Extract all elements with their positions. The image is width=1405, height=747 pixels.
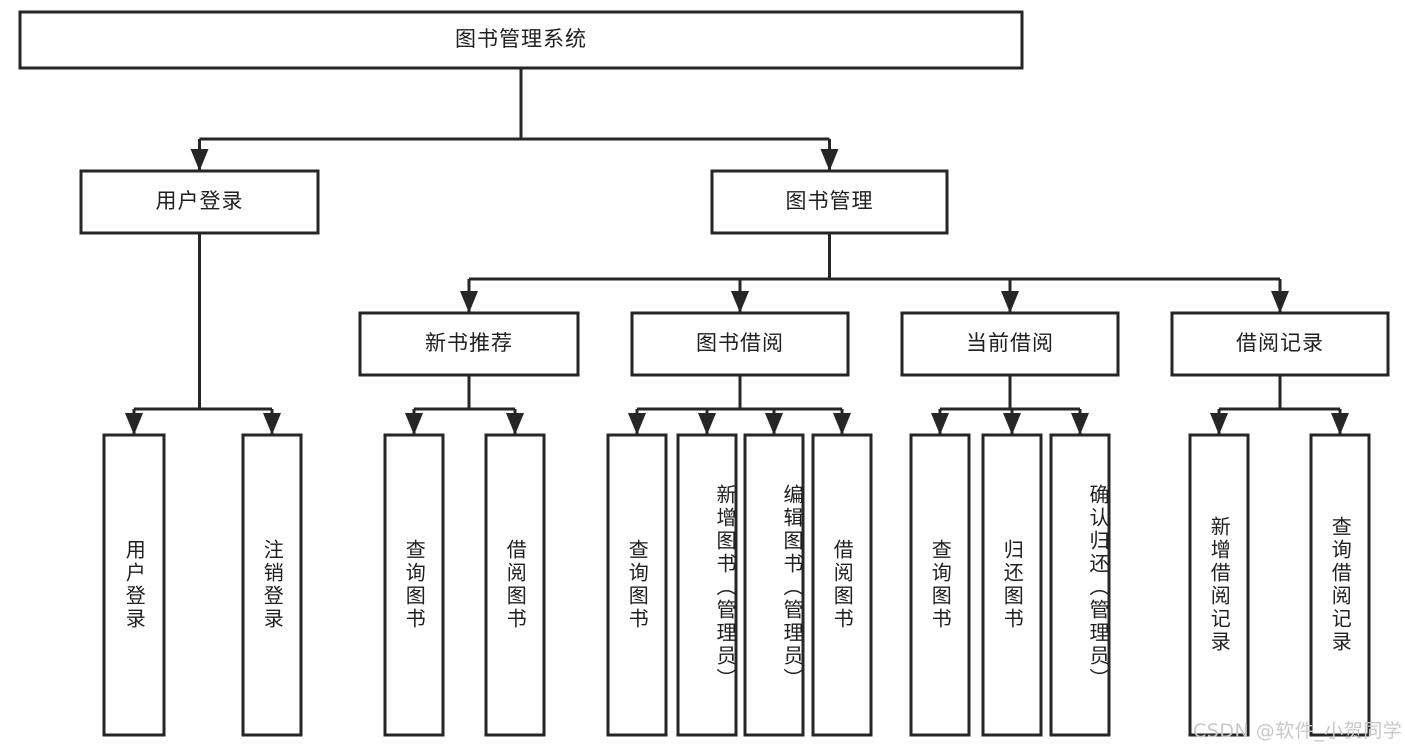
arrow-head-icon [931,413,949,435]
node-box-leaf-query-book-current[interactable] [909,433,971,737]
arrow-head-icon [1071,413,1089,435]
node-box-leaf-logout[interactable] [241,433,303,737]
csdn-watermark: CSDN @软件_小贺同学 [1193,720,1403,742]
arrow-head-icon [1271,291,1289,313]
arrow-head-icon [125,413,143,435]
node-box-leaf-query-borrow-record[interactable] [1309,433,1371,737]
arrow-head-icon [405,413,423,435]
node-box-book-borrow[interactable] [630,311,850,377]
node-box-leaf-query-book-recommend[interactable] [383,433,445,737]
arrow-head-icon [833,413,851,435]
node-box-leaf-confirm-return-admin[interactable] [1049,433,1111,737]
node-box-new-book-recommend[interactable] [358,311,580,377]
arrow-head-icon [731,291,749,313]
arrow-head-icon [1210,413,1228,435]
arrow-head-icon [765,413,783,435]
node-box-leaf-borrow-book-recommend[interactable] [484,433,546,737]
boxes-layer [18,10,1390,737]
node-box-leaf-edit-book-admin[interactable] [743,433,805,737]
arrow-head-icon [1331,413,1349,435]
arrow-head-icon [190,149,209,171]
node-box-root[interactable] [18,10,1024,70]
node-box-leaf-return-book[interactable] [981,433,1043,737]
arrow-head-icon [1001,291,1019,313]
node-box-user-login[interactable] [79,169,320,235]
node-box-current-borrow[interactable] [900,311,1120,377]
arrow-head-icon [263,413,281,435]
arrow-head-icon [628,413,646,435]
arrow-head-icon [506,413,524,435]
arrow-head-icon [1003,413,1021,435]
node-box-leaf-query-book-borrow[interactable] [606,433,668,737]
node-box-leaf-add-book-admin[interactable] [676,433,738,737]
node-box-leaf-borrow-book[interactable] [811,433,873,737]
arrow-head-icon [820,149,839,171]
node-box-borrow-record[interactable] [1170,311,1390,377]
node-box-book-management[interactable] [710,169,949,235]
arrow-head-icon [460,291,478,313]
connectors-layer [125,68,1349,435]
node-box-leaf-add-borrow-record[interactable] [1188,433,1250,737]
arrow-head-icon [698,413,716,435]
node-box-leaf-user-login[interactable] [102,433,166,737]
